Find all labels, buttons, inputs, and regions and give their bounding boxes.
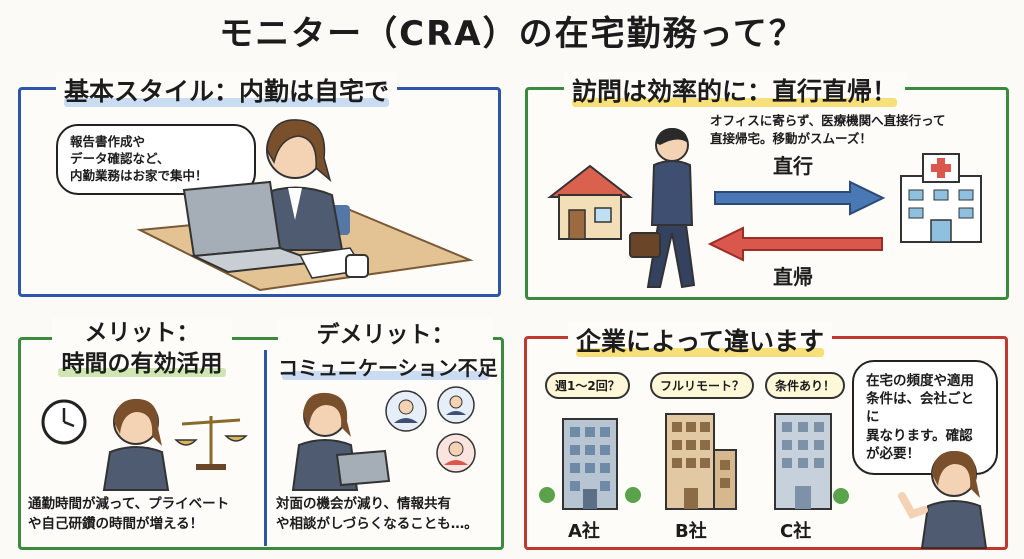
pointing-woman-illustration	[898, 450, 988, 549]
merit-title: メリット： 時間の有効活用	[52, 318, 232, 381]
panel-company-title: 企業によって違います	[568, 322, 833, 358]
merit-text: 通勤時間が減って、プライベート や自己研鑽の時間が増える！	[28, 496, 230, 533]
balance-scale-icon	[174, 416, 248, 470]
company-b-label: B社	[675, 521, 707, 542]
arrow-return-left	[707, 226, 883, 262]
demerit-title: デメリット： コミュニケーション不足	[278, 318, 498, 383]
company-a-tag: 週1〜2回？	[545, 372, 630, 399]
company-speech-bubble: 在宅の頻度や適用 条件は、会社ごとに 異なります。確認 が必要！	[852, 360, 998, 476]
clock-icon	[41, 399, 87, 445]
woman-at-laptop-illustration	[136, 119, 474, 292]
colleague-avatars-icon	[385, 386, 476, 473]
page-title: モニター（CRA）の在宅勤務って？	[219, 14, 805, 54]
company-a-label: A社	[568, 521, 600, 542]
walking-businessman-illustration	[629, 127, 696, 289]
building-c-icon	[774, 413, 849, 510]
company-c-tag: 条件あり！	[765, 372, 846, 399]
hospital-icon	[900, 153, 982, 243]
visit-description: オフィスに寄らず、医療機関へ直接行って 直接帰宅。移動がスムーズ！	[710, 113, 946, 147]
arrow-return-label: 直帰	[773, 265, 813, 289]
company-c-label: C社	[780, 521, 812, 542]
house-icon	[547, 164, 633, 240]
panel-visit-title: 訪問は効率的に：直行直帰！	[564, 72, 906, 108]
panel-home-title: 基本スタイル：内勤は自宅で	[56, 72, 398, 108]
demerit-text: 対面の機会が減り、情報共有 や相談がしづらくなることも…。	[276, 496, 478, 533]
arrow-go-right	[714, 180, 886, 216]
worried-woman-at-laptop-illustration	[291, 392, 391, 491]
smiling-woman-illustration	[102, 398, 170, 491]
arrow-go-label: 直行	[773, 154, 813, 178]
company-b-tag: フルリモート？	[650, 372, 755, 399]
building-b-icon	[665, 413, 737, 510]
panel-divider	[264, 350, 267, 546]
building-a-icon	[539, 418, 641, 510]
home-speech-bubble: 報告書作成や データ確認など、 内勤業務はお家で集中！	[56, 124, 256, 195]
